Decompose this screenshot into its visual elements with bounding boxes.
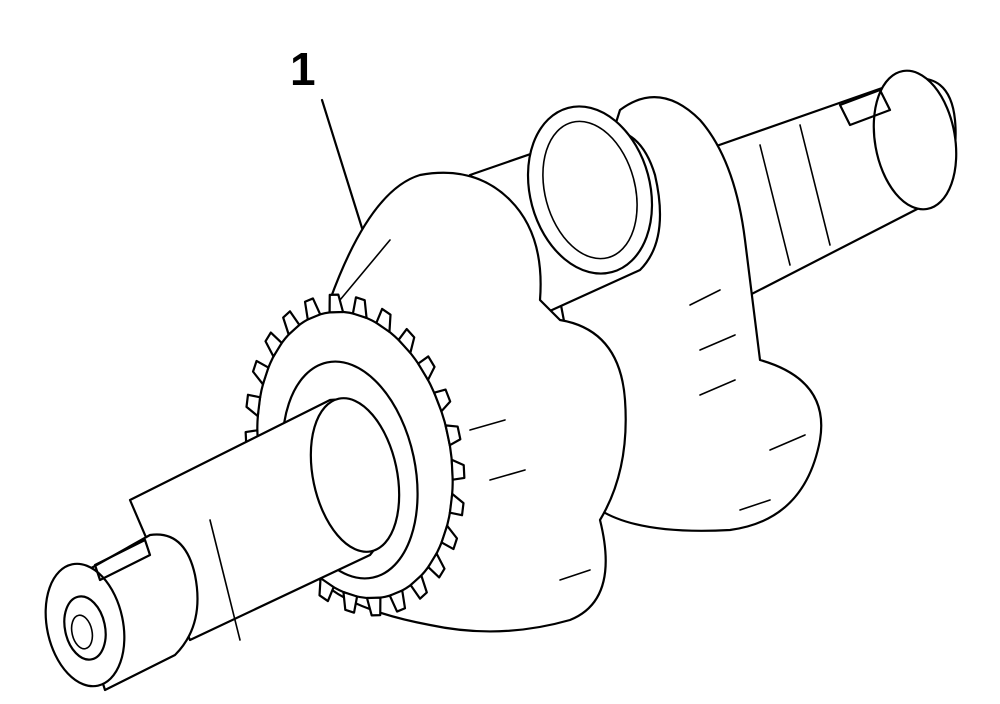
gear-tooth <box>365 596 382 617</box>
gear-tooth <box>427 552 446 579</box>
part-callout-1: 1 <box>290 43 364 230</box>
gear-tooth <box>351 296 368 320</box>
gear-tooth <box>397 327 416 355</box>
gear-tooth <box>375 307 392 333</box>
gear-tooth <box>251 359 270 386</box>
gear-tooth <box>318 577 335 603</box>
gear-tooth <box>433 388 452 413</box>
gear-tooth <box>444 424 462 447</box>
gear-tooth <box>282 310 301 336</box>
gear-tooth <box>264 331 283 358</box>
gear-tooth <box>388 589 407 613</box>
gear-tooth <box>440 524 459 551</box>
gear-tooth <box>245 393 262 418</box>
gear-tooth <box>417 355 436 382</box>
gear-tooth <box>328 293 345 314</box>
front-shaft <box>44 397 401 692</box>
gear-tooth <box>303 297 322 321</box>
gear-tooth <box>448 492 465 517</box>
gear-tooth <box>450 458 466 481</box>
gear-tooth <box>409 574 428 600</box>
gear-tooth <box>342 590 359 614</box>
rear-shaft <box>703 69 958 302</box>
callout-label: 1 <box>290 43 316 95</box>
